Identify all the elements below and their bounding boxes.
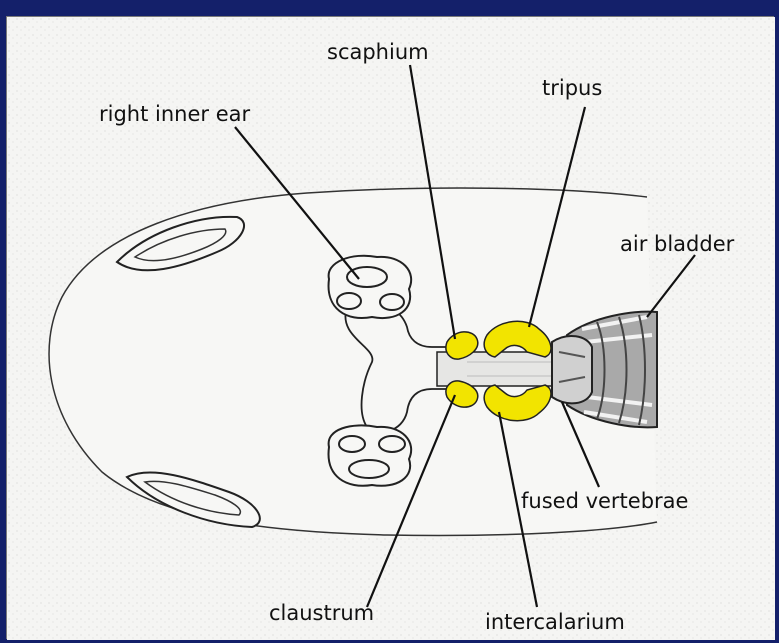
weberian-apparatus-diagram: scaphium tripus right inner ear air blad… [7, 17, 775, 640]
label-intercalarium: intercalarium [485, 610, 625, 634]
label-fused-vertebrae: fused vertebrae [521, 489, 688, 513]
diagram-panel: scaphium tripus right inner ear air blad… [6, 16, 774, 639]
label-right-inner-ear: right inner ear [99, 102, 250, 126]
right-inner-ear [329, 256, 412, 318]
left-inner-ear [329, 425, 412, 485]
label-scaphium: scaphium [327, 40, 429, 64]
fused-vertebrae [552, 336, 592, 403]
label-claustrum: claustrum [269, 601, 374, 625]
label-tripus: tripus [542, 76, 602, 100]
label-air-bladder: air bladder [620, 232, 735, 256]
